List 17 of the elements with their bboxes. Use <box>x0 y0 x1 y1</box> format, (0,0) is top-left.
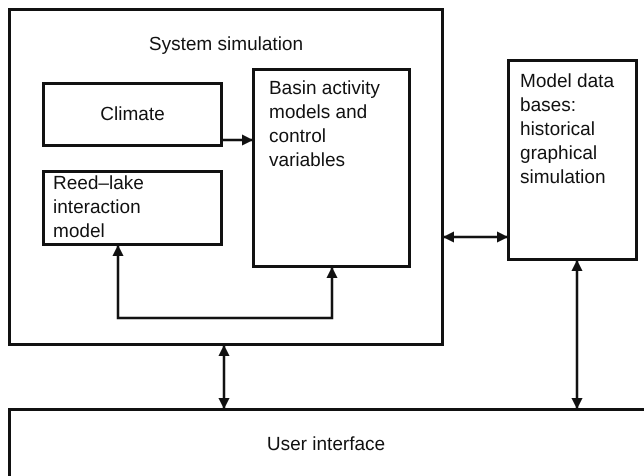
arrow <box>218 344 230 410</box>
box-label: System simulation <box>148 33 304 57</box>
arrow <box>112 244 338 320</box>
process-box <box>42 82 223 147</box>
group-box <box>8 8 444 346</box>
arrow <box>223 134 254 146</box>
database-box <box>507 59 638 261</box>
arrow <box>442 231 508 243</box>
interface-box <box>8 408 644 476</box>
arrow <box>571 260 583 410</box>
box-label: Model data bases: historical graphical simulation <box>520 70 616 190</box>
box-label: Reed–lake interaction model <box>53 172 145 244</box>
box-label: Basin activity models and control variables <box>269 77 381 173</box>
process-box <box>42 170 223 246</box>
process-box <box>252 68 411 268</box>
box-label: Climate <box>100 102 165 126</box>
box-label: User interface <box>266 433 386 457</box>
